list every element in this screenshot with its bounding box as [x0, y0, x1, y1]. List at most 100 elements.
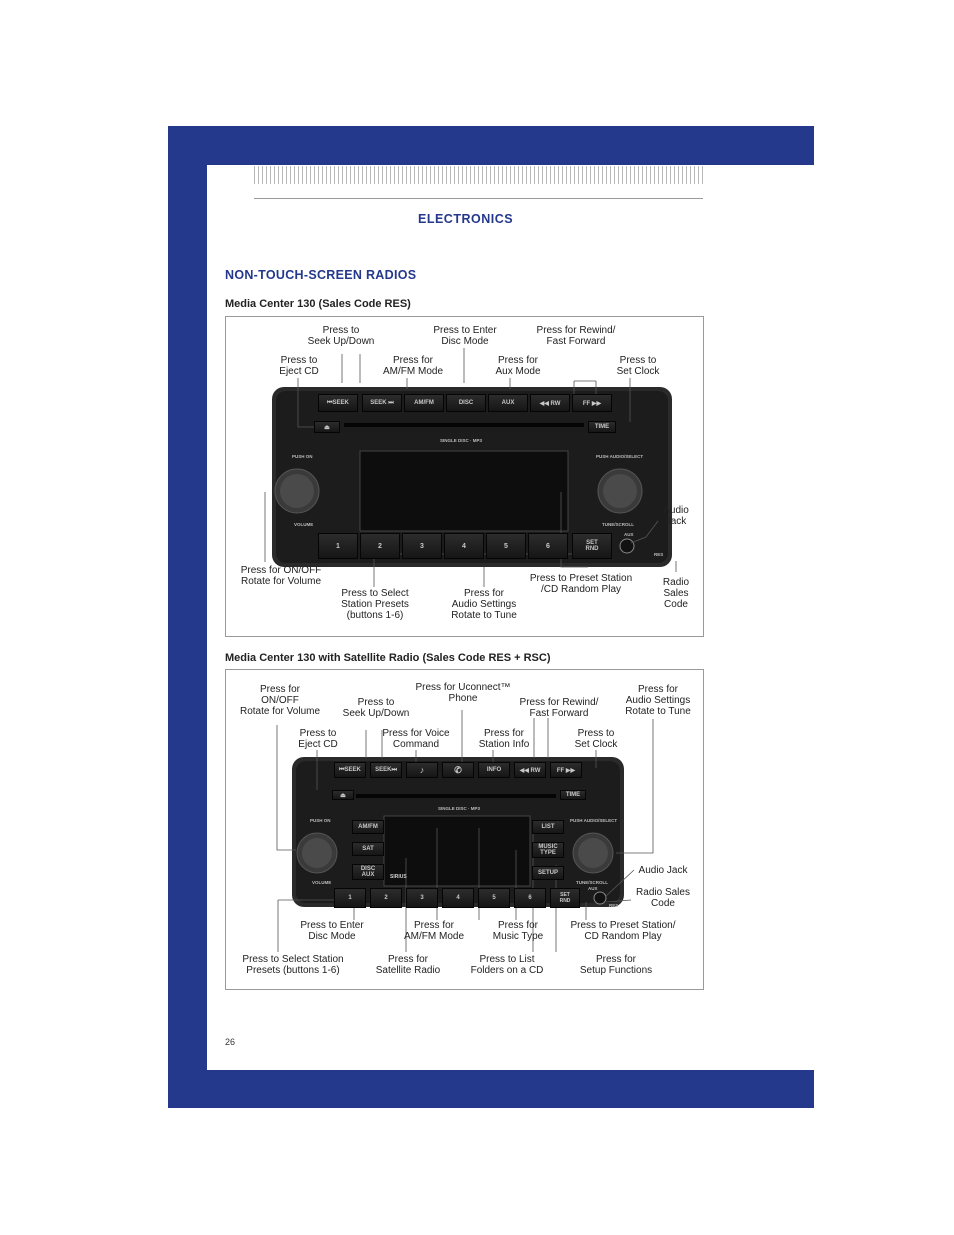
page-number: 26: [225, 1037, 236, 1047]
callout-music-type: Press for Music Type: [492, 920, 544, 942]
rewind-button[interactable]: ◀◀ RW: [530, 394, 570, 412]
preset-6-button[interactable]: 6: [528, 533, 568, 559]
seek-down-button[interactable]: ⏮SEEK: [318, 394, 358, 412]
callout-power: Press for ON/OFF Rotate for Volume: [240, 565, 322, 587]
phone-icon: ✆: [454, 764, 462, 775]
page-frame-left: [168, 126, 207, 1108]
push-on-label: PUSH ON: [310, 818, 331, 823]
preset-2-button[interactable]: 2: [360, 533, 400, 559]
preset-1-button[interactable]: 1: [318, 533, 358, 559]
music-type-button[interactable]: MUSIC TYPE: [532, 842, 564, 858]
amfm-button[interactable]: AM/FM: [404, 394, 444, 412]
sat-button[interactable]: SAT: [352, 842, 384, 856]
callout-random: Press to Preset Station /CD Random Play: [529, 573, 633, 595]
eject-button[interactable]: ⏏: [314, 421, 340, 433]
phone-button[interactable]: ✆: [442, 762, 474, 778]
eject-button[interactable]: ⏏: [332, 790, 354, 800]
figure1: Press to Seek Up/Down Press to Enter Dis…: [225, 316, 704, 637]
volume-label: VOLUME: [294, 522, 314, 527]
callout-station-info: Press for Station Info: [478, 728, 530, 750]
eject-icon: ⏏: [340, 792, 346, 799]
volume-label: VOLUME: [312, 880, 332, 885]
callout-presets: Press to Select Station Presets (buttons…: [242, 954, 344, 976]
set-rnd-button[interactable]: SET RND: [550, 888, 580, 908]
callout-seek: Press to Seek Up/Down: [307, 325, 375, 347]
preset-5-button[interactable]: 5: [486, 533, 526, 559]
preset-3-button[interactable]: 3: [406, 888, 438, 908]
aux-button[interactable]: AUX: [488, 394, 528, 412]
figure2: Press for ON/OFF Rotate for Volume Press…: [225, 669, 704, 990]
callout-audio-settings: Press for Audio Settings Rotate to Tune: [625, 684, 691, 717]
preset-4-button[interactable]: 4: [444, 533, 484, 559]
time-button[interactable]: TIME: [560, 790, 586, 800]
fast-forward-button[interactable]: FF ▶▶: [550, 762, 582, 778]
sales-code-label: RES: [654, 552, 664, 557]
disc-button[interactable]: DISC: [446, 394, 486, 412]
fast-forward-button[interactable]: FF ▶▶: [572, 394, 612, 412]
voice-command-button[interactable]: ♪: [406, 762, 438, 778]
callout-sales-code: Radio Sales Code: [662, 577, 690, 610]
callout-aux: Press for Aux Mode: [495, 355, 541, 377]
callout-seek: Press to Seek Up/Down: [342, 697, 410, 719]
push-on-label: PUSH ON: [292, 454, 313, 459]
figure2-title: Media Center 130 with Satellite Radio (S…: [225, 652, 551, 664]
page-frame-top: [168, 126, 814, 165]
callout-audio-jack: Audio Jack: [638, 865, 688, 876]
page-heading: NON-TOUCH-SCREEN RADIOS: [225, 268, 417, 282]
callout-eject: Press to Eject CD: [279, 355, 319, 377]
preset-1-button[interactable]: 1: [334, 888, 366, 908]
page-frame-bottom: [168, 1070, 814, 1108]
info-button[interactable]: INFO: [478, 762, 510, 778]
callout-audio-jack: Audio Jack: [663, 505, 689, 527]
tune-scroll-label: TUNE/SCROLL: [576, 880, 608, 885]
push-audio-label: PUSH AUDIO/SELECT: [596, 454, 644, 459]
callout-disc-mode: Press to Enter Disc Mode: [433, 325, 497, 347]
seek-down-button[interactable]: ⏮SEEK: [334, 762, 366, 778]
figure1-art: [264, 348, 677, 587]
header-rule: [254, 198, 703, 199]
rewind-button[interactable]: ◀◀ RW: [514, 762, 546, 778]
callout-rewind-ff: Press for Rewind/ Fast Forward: [519, 697, 599, 719]
amfm-button[interactable]: AM/FM: [352, 820, 384, 834]
aux-jack-label: AUX: [588, 886, 598, 891]
callout-rewind-ff: Press for Rewind/ Fast Forward: [536, 325, 616, 347]
preset-4-button[interactable]: 4: [442, 888, 474, 908]
callout-satellite: Press for Satellite Radio: [375, 954, 441, 976]
sales-code-label: RES: [609, 903, 619, 908]
callout-audio-settings: Press for Audio Settings Rotate to Tune: [451, 588, 517, 621]
callout-phone: Press for Uconnect™ Phone: [415, 682, 511, 704]
callout-eject: Press to Eject CD: [298, 728, 338, 750]
preset-5-button[interactable]: 5: [478, 888, 510, 908]
callout-setup: Press for Setup Functions: [579, 954, 653, 976]
callout-sales-code: Radio Sales Code: [636, 887, 690, 909]
callout-voice: Press for Voice Command: [382, 728, 450, 750]
callout-disc-mode: Press to Enter Disc Mode: [300, 920, 364, 942]
figure1-title: Media Center 130 (Sales Code RES): [225, 298, 411, 310]
callout-clock: Press to Set Clock: [574, 728, 618, 750]
decorative-tick-bar: [254, 166, 703, 184]
preset-2-button[interactable]: 2: [370, 888, 402, 908]
push-audio-label: PUSH AUDIO/SELECT: [570, 818, 618, 823]
setup-button[interactable]: SETUP: [532, 866, 564, 880]
callout-random: Press to Preset Station/ CD Random Play: [570, 920, 676, 942]
callout-power: Press for ON/OFF Rotate for Volume: [239, 684, 321, 717]
time-button[interactable]: TIME: [588, 421, 616, 433]
aux-jack-label: AUX: [624, 532, 634, 537]
seek-up-button[interactable]: SEEK ⏭: [362, 394, 402, 412]
callout-list: Press to List Folders on a CD: [470, 954, 544, 976]
disc-aux-button[interactable]: DISC AUX: [352, 864, 384, 880]
callout-clock: Press to Set Clock: [616, 355, 660, 377]
list-button[interactable]: LIST: [532, 820, 564, 834]
tune-scroll-label: TUNE/SCROLL: [602, 522, 634, 527]
single-disc-label: SINGLE DISC · MP3: [438, 806, 481, 811]
single-disc-label: SINGLE DISC · MP3: [440, 438, 483, 443]
voice-icon: ♪: [419, 765, 425, 775]
callout-amfm: Press for AM/FM Mode: [382, 355, 444, 377]
section-title: ELECTRONICS: [418, 212, 514, 226]
preset-3-button[interactable]: 3: [402, 533, 442, 559]
sirius-logo: SIRIUS: [390, 874, 407, 880]
callout-presets: Press to Select Station Presets (buttons…: [341, 588, 409, 621]
preset-6-button[interactable]: 6: [514, 888, 546, 908]
seek-up-button[interactable]: SEEK⏭: [370, 762, 402, 778]
set-rnd-button[interactable]: SET RND: [572, 533, 612, 559]
